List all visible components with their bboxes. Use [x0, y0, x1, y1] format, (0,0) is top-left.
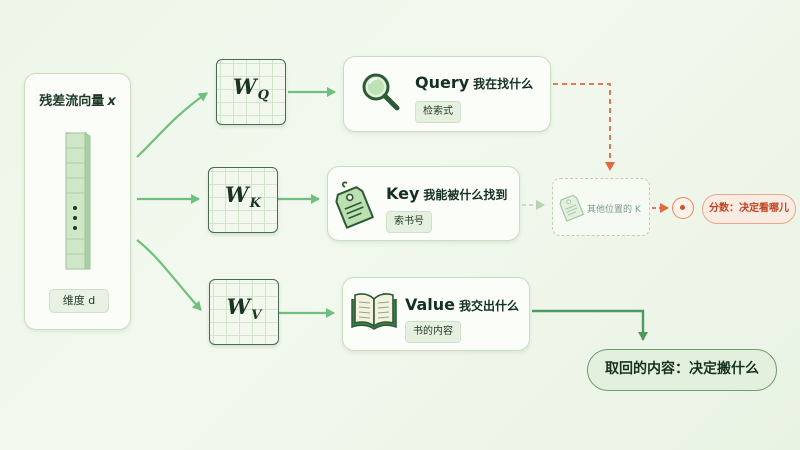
- dimension-chip: 维度 d: [49, 289, 109, 313]
- arrow-x-to-wv: [136, 239, 202, 311]
- magnifier-icon: [362, 73, 400, 111]
- vector-column: [65, 132, 91, 270]
- arrow-query-to-other-key: [553, 83, 615, 171]
- dot-product-node: [672, 197, 694, 219]
- open-book-icon: [351, 293, 397, 330]
- query-chip: 检索式: [415, 101, 461, 123]
- wk-label: WK: [225, 182, 261, 211]
- wq-label: WQ: [233, 74, 269, 103]
- value-chip: 书的内容: [405, 321, 461, 343]
- wq-matrix: WQ: [216, 59, 286, 125]
- arrow-x-to-wq: [136, 92, 208, 158]
- tag-icon: [335, 181, 374, 229]
- wv-matrix: WV: [209, 279, 279, 345]
- other-key-label: 其他位置的 K: [587, 205, 641, 215]
- faded-tag-icon: [559, 194, 585, 222]
- result-pill: 取回的内容：决定搬什么: [587, 349, 777, 391]
- wv-label: WV: [226, 294, 262, 323]
- wk-matrix: WK: [208, 167, 278, 233]
- input-symbol: x: [107, 94, 116, 109]
- arrow-value-to-result: [532, 309, 648, 341]
- score-pill: 分数：决定看哪儿: [702, 194, 796, 224]
- key-chip: 索书号: [386, 211, 432, 233]
- input-title-text: 残差流向量: [39, 94, 105, 109]
- other-key-box: 其他位置的 K: [552, 178, 650, 236]
